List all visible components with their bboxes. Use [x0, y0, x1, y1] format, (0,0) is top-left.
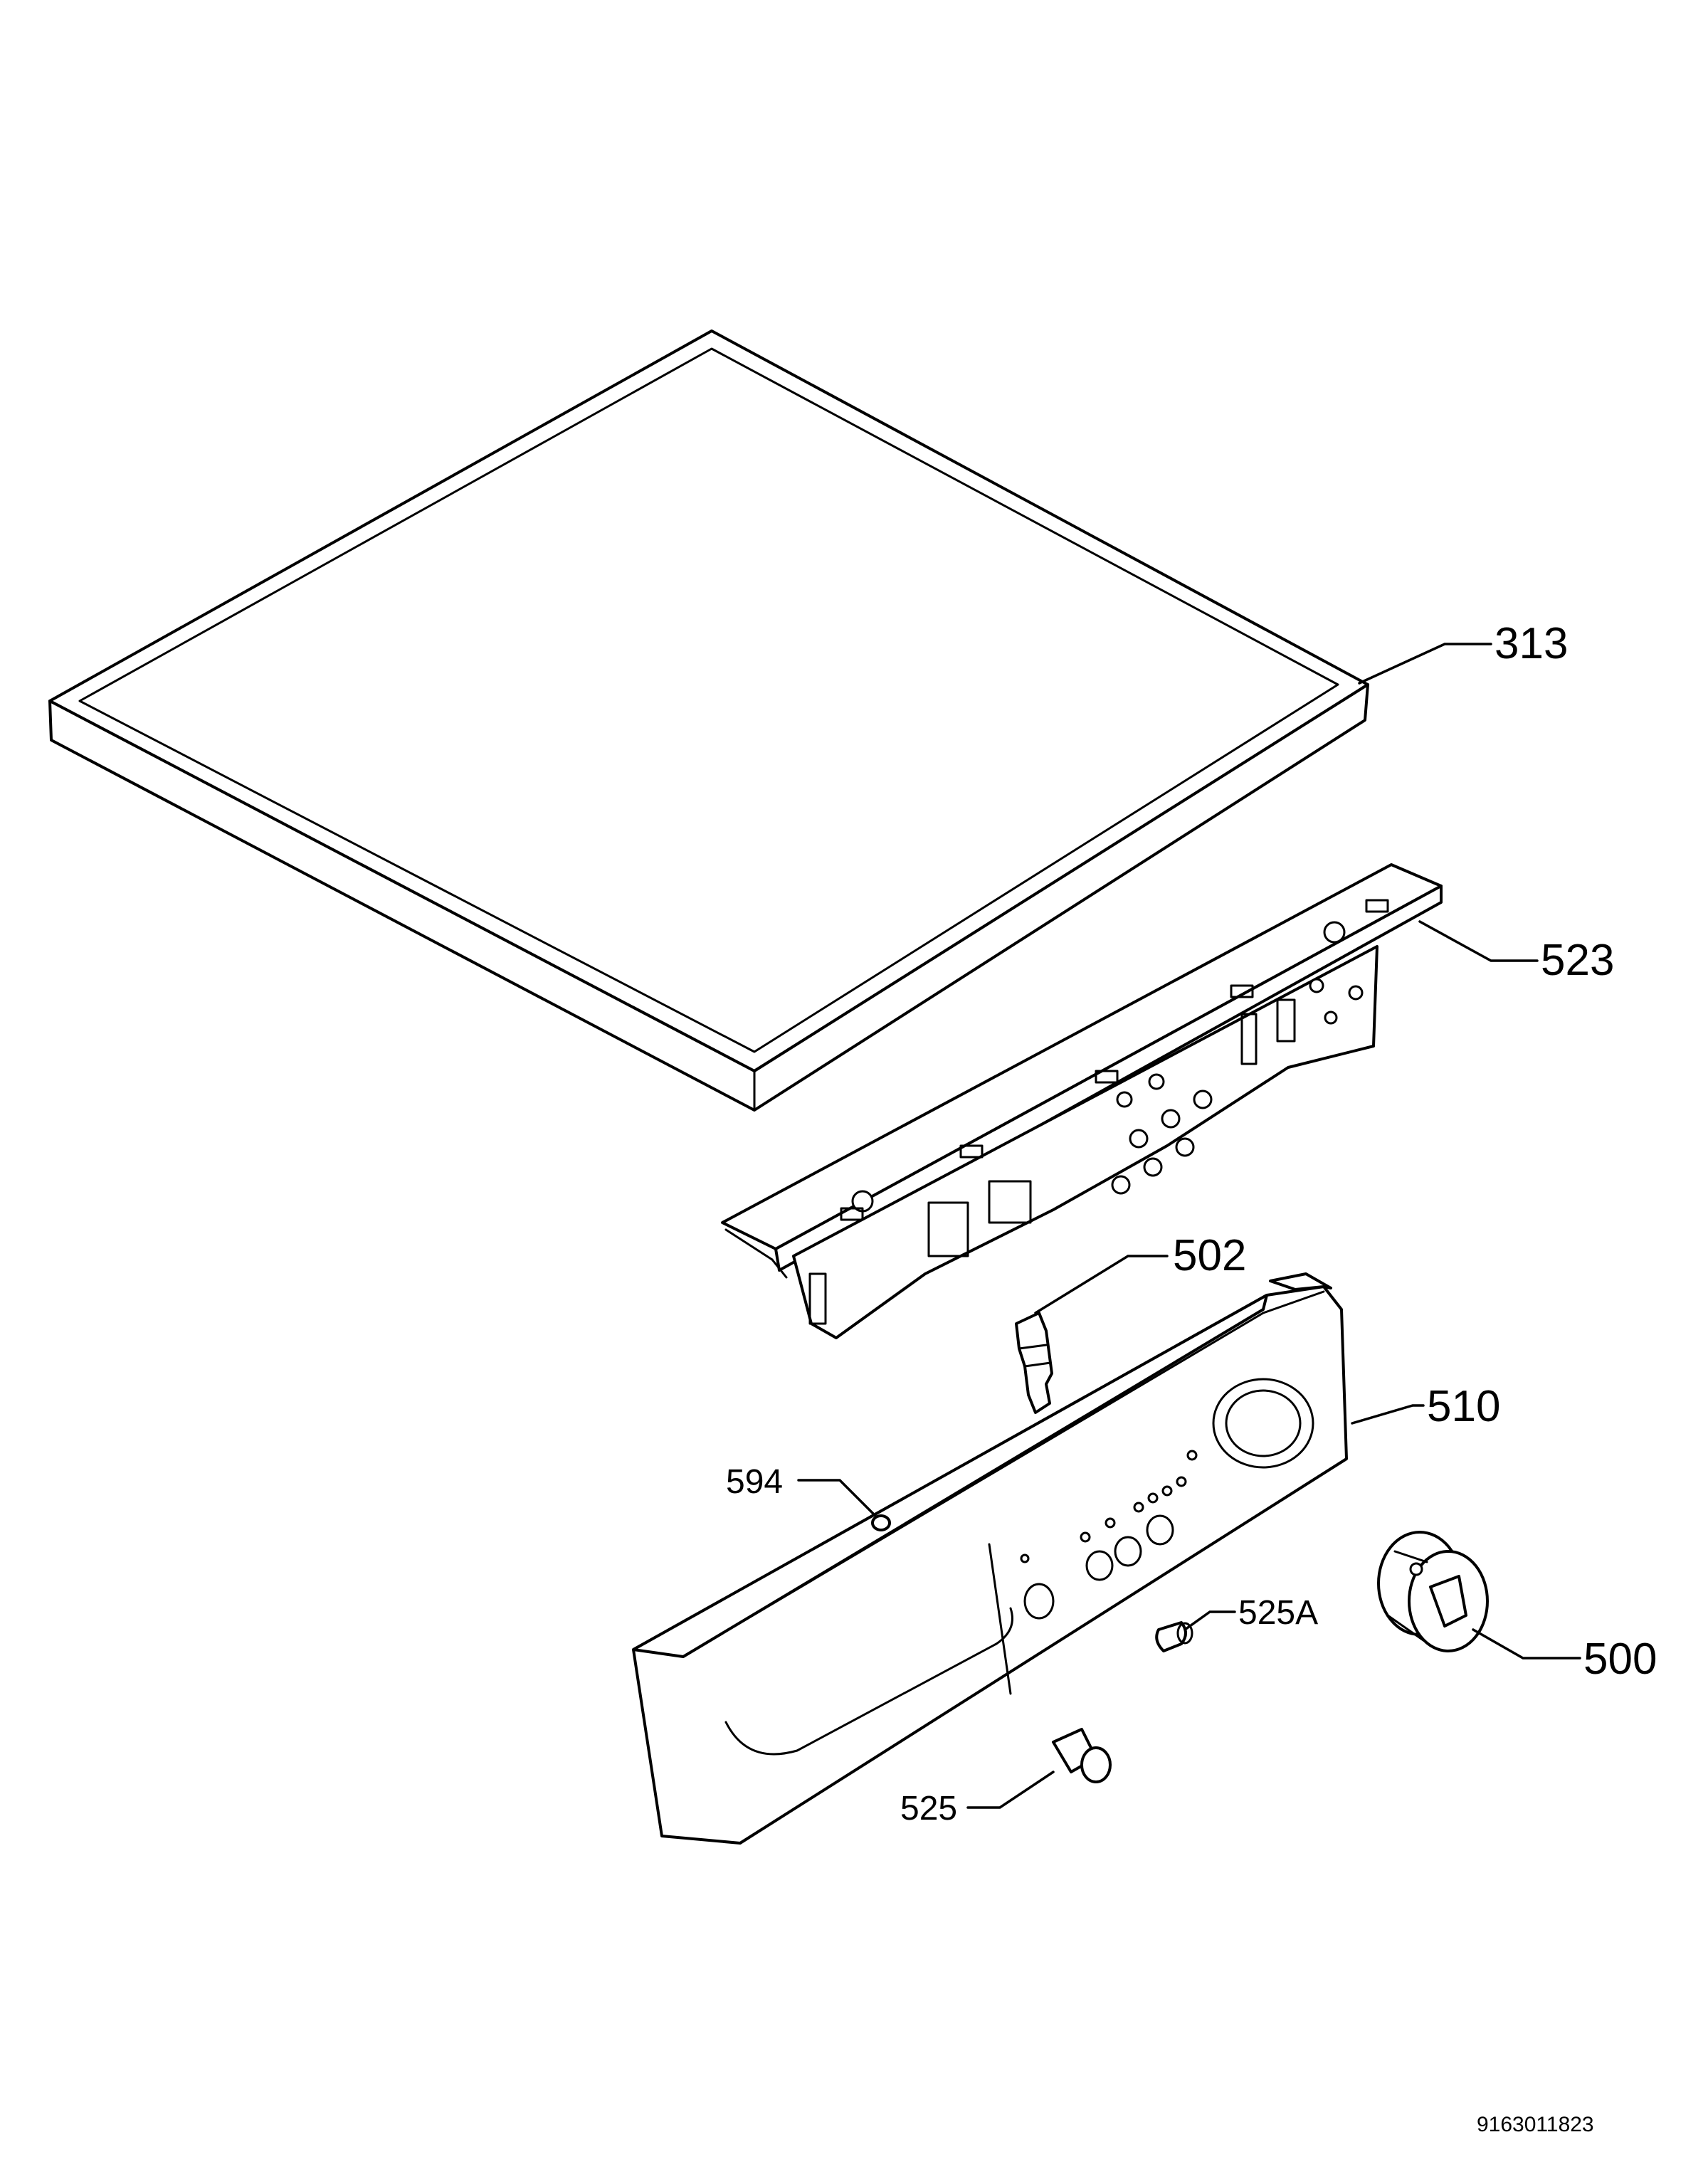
part-label-502: 502: [1173, 1231, 1246, 1280]
part-labels: 313 523 502 510 594 525A 500 525: [726, 619, 1657, 1827]
part-label-525A: 525A: [1238, 1594, 1318, 1632]
leader-523: [1418, 920, 1539, 962]
control-panel-fascia-part[interactable]: [632, 1272, 1348, 1845]
part-label-525: 525: [900, 1790, 957, 1827]
push-button-small-part[interactable]: [1155, 1621, 1193, 1652]
leader-510: [1351, 1404, 1425, 1425]
leader-lines: [797, 643, 1581, 1809]
push-button-part[interactable]: [1052, 1728, 1112, 1783]
leader-502: [1034, 1255, 1169, 1314]
indicator-lens-part[interactable]: [871, 1514, 891, 1531]
leader-525: [966, 1771, 1055, 1809]
leader-313: [1358, 643, 1492, 685]
part-label-510: 510: [1427, 1382, 1500, 1431]
document-number: 9163011823: [1477, 2113, 1594, 2136]
latch-part[interactable]: [1015, 1312, 1053, 1414]
leader-594: [797, 1479, 877, 1517]
leader-500: [1472, 1628, 1581, 1660]
leader-525A: [1184, 1610, 1236, 1631]
part-label-313: 313: [1494, 619, 1568, 668]
part-label-500: 500: [1583, 1635, 1657, 1684]
part-label-523: 523: [1541, 936, 1614, 985]
part-label-594: 594: [726, 1463, 783, 1501]
lid-part[interactable]: [48, 329, 1369, 1112]
control-panel-bracket-part[interactable]: [721, 863, 1443, 1339]
program-knob-part[interactable]: [1377, 1531, 1489, 1652]
